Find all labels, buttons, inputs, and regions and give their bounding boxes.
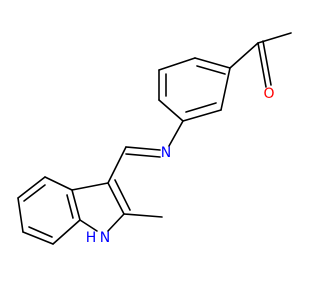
bond-n1-c7a — [79, 219, 98, 232]
bond-c7a-c3a — [71, 189, 81, 221]
bond-imine — [125, 146, 161, 151]
bond-c3a-c3 — [71, 182, 109, 191]
bond-carbonyl-oxygen-double — [262, 40, 272, 86]
bond-methyl — [257, 32, 292, 44]
indole-nitrogen-label: N — [100, 230, 110, 246]
bond-imine-double — [125, 153, 161, 158]
bond-methyl-carbonyl — [229, 42, 259, 69]
bond-c2-n1 — [107, 213, 125, 232]
bond-c7a-c3a-inner — [66, 194, 74, 219]
bond-c3a-c4 — [44, 176, 73, 191]
bond-c2-methyl — [123, 213, 163, 218]
imine-nitrogen-label: N — [161, 145, 171, 161]
structure-canvas: O N N H — [17, 32, 292, 246]
bond-c4-c5 — [17, 176, 46, 199]
bond-ring1-a — [158, 57, 196, 71]
bond-c3-c2 — [107, 182, 125, 215]
bond-ring1-d — [182, 109, 222, 122]
bond-c4-c5-double — [23, 184, 46, 202]
bond-ring1-b-double — [196, 65, 226, 75]
bond-carbonyl-oxygen — [257, 42, 267, 88]
bond-ring1-b — [194, 57, 231, 69]
indole-hydrogen-label: H — [86, 230, 97, 246]
bond-c5-c6 — [17, 197, 24, 233]
molecule-structure: O N N H — [17, 32, 292, 246]
bond-c6-c7 — [22, 231, 54, 245]
bond-c7-c7a — [52, 219, 81, 245]
bond-aryl-nitrogen — [168, 120, 184, 147]
bond-ring1-c — [220, 67, 231, 111]
bond-ring1-d-double — [185, 102, 217, 113]
bond-c6-c7-double — [28, 226, 53, 238]
bond-c3-c2-double — [114, 179, 131, 211]
oxygen-label: O — [263, 86, 274, 102]
bond-ring1-e — [158, 99, 184, 122]
bond-ch-indole — [107, 146, 127, 184]
